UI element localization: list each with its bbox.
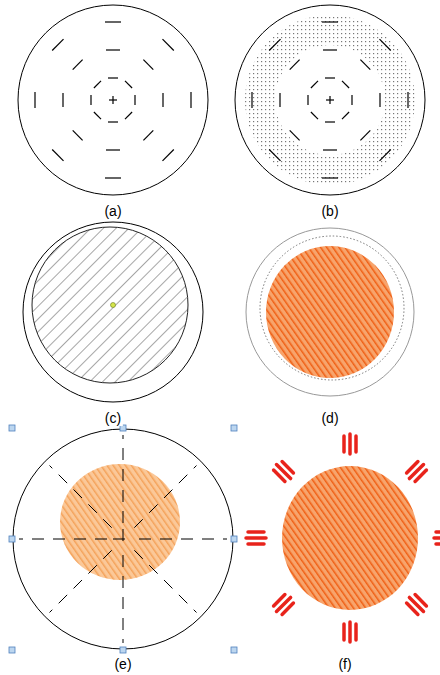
stroke — [436, 530, 440, 534]
stroke — [290, 130, 300, 140]
stroke — [73, 60, 83, 70]
stroke — [311, 81, 318, 88]
stroke — [106, 49, 120, 50]
stroke — [379, 93, 380, 107]
stroke — [123, 555, 124, 643]
selection-handle — [231, 425, 237, 431]
stroke — [108, 121, 118, 122]
stroke — [134, 466, 196, 528]
stroke — [62, 93, 63, 107]
stroke — [90, 95, 91, 105]
stroke — [380, 39, 391, 50]
panel-label: (e) — [112, 656, 133, 672]
selection-handle — [9, 536, 15, 542]
stroke — [143, 60, 153, 70]
stroke — [94, 112, 101, 119]
panel-label: (b) — [319, 203, 340, 219]
panel-d — [246, 228, 414, 396]
stroke — [311, 112, 318, 119]
panel-label: (f) — [336, 656, 353, 672]
stroke — [19, 539, 107, 540]
stroke — [123, 529, 124, 549]
stroke — [246, 536, 266, 540]
stroke — [143, 130, 153, 140]
stroke — [323, 149, 337, 150]
stroke — [434, 536, 440, 540]
stroke — [34, 92, 35, 108]
stroke — [325, 121, 335, 122]
stroke — [50, 550, 112, 612]
stroke — [279, 93, 280, 107]
stroke — [415, 470, 426, 481]
selection-handle — [120, 647, 126, 653]
stroke — [351, 95, 352, 105]
stroke — [125, 112, 132, 119]
stroke — [407, 92, 408, 108]
stroke — [52, 150, 63, 161]
stroke — [360, 60, 370, 70]
stroke — [307, 95, 308, 105]
stroke — [105, 177, 121, 178]
stroke — [342, 81, 349, 88]
stroke — [248, 530, 264, 534]
panel-a — [18, 5, 208, 195]
stroke — [108, 77, 118, 78]
stroke — [322, 21, 338, 22]
panel-f — [246, 434, 440, 642]
stroke — [325, 77, 335, 78]
stroke — [112, 96, 113, 104]
stroke — [105, 21, 121, 22]
stroke — [342, 112, 349, 119]
stroke — [190, 92, 191, 108]
stroke — [163, 39, 174, 50]
stroke — [274, 595, 285, 606]
selection-handle — [231, 536, 237, 542]
stroke — [269, 150, 280, 161]
panel-b — [235, 5, 425, 195]
stroke — [73, 130, 83, 140]
stroke — [106, 149, 120, 150]
selection-handle — [9, 425, 15, 431]
panel-label: (d) — [319, 410, 340, 426]
stroke — [162, 93, 163, 107]
stroke — [248, 542, 264, 546]
panel-e — [9, 425, 237, 653]
selection-handle — [9, 647, 15, 653]
stroke — [139, 539, 227, 540]
stroke — [290, 60, 300, 70]
stroke — [251, 92, 252, 108]
stroke — [348, 622, 352, 642]
stroke — [134, 95, 135, 105]
stroke — [354, 436, 358, 452]
panel-c — [23, 222, 203, 402]
stroke — [282, 462, 293, 473]
stroke — [342, 436, 346, 452]
panel-label: (c) — [103, 410, 123, 426]
stroke — [134, 550, 196, 612]
stroke — [407, 603, 418, 614]
stroke — [52, 39, 63, 50]
stroke — [329, 96, 330, 104]
stroke — [323, 49, 337, 50]
stroke — [342, 624, 346, 640]
stroke — [354, 624, 358, 640]
stroke — [322, 177, 338, 178]
stroke — [94, 81, 101, 88]
stroke — [360, 130, 370, 140]
stroke — [125, 81, 132, 88]
stroke — [436, 542, 440, 546]
stroke — [123, 435, 124, 523]
stroke — [50, 466, 112, 528]
stroke — [348, 434, 352, 454]
stroke — [163, 150, 174, 161]
stroke — [380, 150, 391, 161]
stroke — [269, 39, 280, 50]
selection-handle — [231, 647, 237, 653]
panel-label: (a) — [102, 203, 123, 219]
